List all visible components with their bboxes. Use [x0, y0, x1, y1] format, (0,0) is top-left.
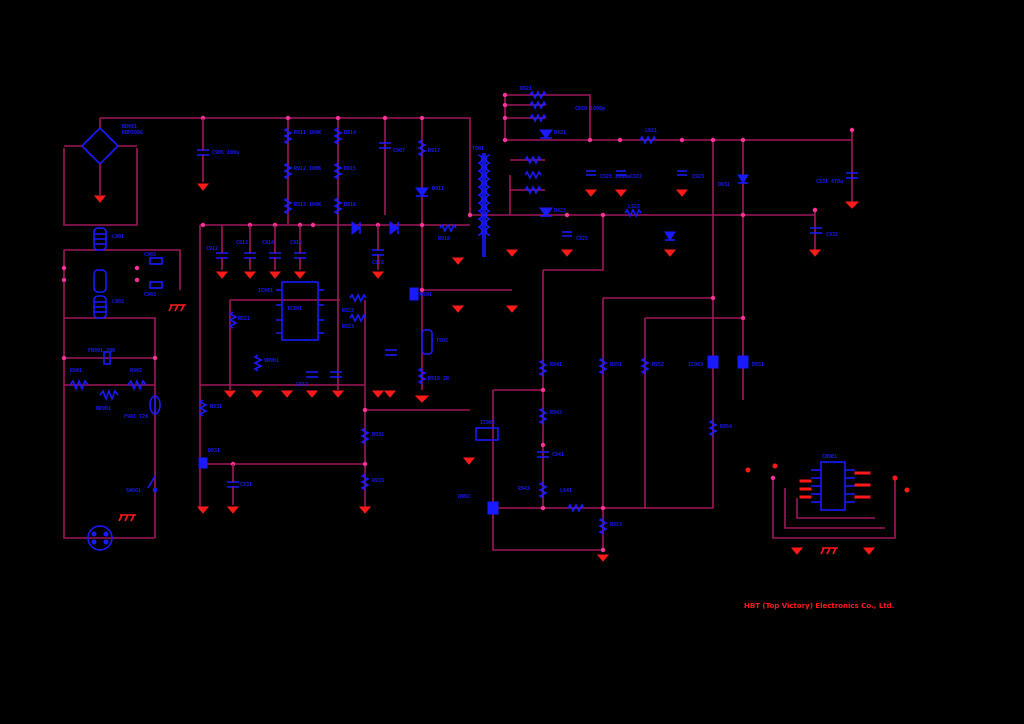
ic-chip-icon: IC901 IC901: [258, 281, 324, 341]
junctions: [61, 92, 898, 553]
svg-text:R941: R941: [550, 362, 562, 368]
svg-text:R922: R922: [342, 308, 354, 314]
svg-text:R921: R921: [520, 86, 532, 92]
svg-text:VR901: VR901: [264, 358, 279, 364]
input-resistors-icon: FB901 ZNR R901 R902 NR901: [69, 348, 147, 412]
capacitors-top: C905 100u C907 C921 1000u C922 C923 C931…: [197, 118, 858, 242]
svg-text:C921 1000u: C921 1000u: [600, 174, 630, 180]
svg-text:C932: C932: [826, 232, 838, 238]
svg-text:IC903: IC903: [688, 362, 703, 368]
fuse-icon: F901 T2A: [124, 395, 161, 420]
svg-text:C913: C913: [236, 240, 248, 246]
svg-text:T901: T901: [472, 146, 484, 152]
svg-text:T902: T902: [436, 338, 448, 344]
svg-text:R921: R921: [238, 316, 250, 322]
switch-icon: SW901: [126, 475, 158, 494]
svg-text:R916: R916: [344, 202, 356, 208]
svg-text:C905 100u: C905 100u: [212, 150, 239, 156]
svg-text:R942: R942: [550, 410, 562, 416]
svg-text:R931: R931: [210, 404, 222, 410]
svg-text:C903: C903: [144, 292, 156, 298]
svg-text:C920 1000p: C920 1000p: [575, 106, 605, 112]
right-middle-parts: IC902 R941 R942 C941 R943 R951 R952 R953…: [458, 355, 764, 535]
svg-text:BD901: BD901: [122, 124, 137, 130]
svg-text:R917: R917: [428, 148, 440, 154]
svg-text:C923: C923: [692, 174, 704, 180]
connector-icon: [87, 525, 113, 551]
svg-text:R952: R952: [652, 362, 664, 368]
svg-text:C902: C902: [144, 252, 156, 258]
svg-text:IC902: IC902: [480, 420, 495, 426]
svg-text:L902: L902: [112, 299, 124, 305]
svg-text:IC901: IC901: [258, 288, 273, 294]
svg-text:Q902: Q902: [458, 494, 470, 500]
svg-text:D922: D922: [554, 208, 566, 214]
svg-text:R914: R914: [344, 130, 356, 136]
svg-text:KBP208G: KBP208G: [122, 130, 143, 136]
svg-text:R912 100K: R912 100K: [294, 166, 321, 172]
svg-text:C915: C915: [290, 240, 302, 246]
svg-text:IC901: IC901: [287, 306, 302, 312]
svg-text:D931: D931: [208, 448, 220, 454]
svg-text:F901 T2A: F901 T2A: [124, 414, 148, 420]
svg-text:CN901: CN901: [822, 454, 837, 460]
svg-text:SW901: SW901: [126, 488, 141, 494]
svg-text:Q901: Q901: [420, 292, 432, 298]
svg-text:L921: L921: [645, 128, 657, 134]
svg-text:D911: D911: [432, 186, 444, 192]
lower-left-parts: R931 D931 C931 R932 R933: [198, 399, 384, 505]
svg-text:C922: C922: [630, 174, 642, 180]
svg-text:NR901: NR901: [96, 406, 111, 412]
svg-text:R913 100K: R913 100K: [294, 202, 321, 208]
svg-text:R953: R953: [610, 522, 622, 528]
svg-text:R918: R918: [438, 236, 450, 242]
svg-text:R915: R915: [344, 166, 356, 172]
svg-text:R911 100K: R911 100K: [294, 130, 321, 136]
svg-text:L922: L922: [628, 204, 640, 210]
svg-text:R954: R954: [720, 424, 732, 430]
svg-text:R933: R933: [372, 478, 384, 484]
svg-text:D931: D931: [718, 182, 730, 188]
svg-text:C925: C925: [576, 236, 588, 242]
diodes: D911 D921 D922 D931: [351, 129, 749, 241]
svg-text:R951: R951: [610, 362, 622, 368]
svg-text:C917: C917: [296, 382, 308, 388]
svg-text:C931 470u: C931 470u: [816, 179, 843, 185]
ground-icon: [93, 183, 876, 562]
svg-text:C931: C931: [240, 482, 252, 488]
ic-chip-icon: CN901: [745, 454, 910, 511]
bridge-rectifier-icon: BD901 KBP208G: [64, 118, 143, 195]
resistors-output: R921 C920 1000p L921 L922 R918: [438, 86, 657, 242]
ic-peripheral-parts: C912 C913 C914 C915 C916 R921 VR901 C917…: [206, 225, 450, 388]
svg-text:C914: C914: [262, 240, 274, 246]
svg-text:R901: R901: [70, 368, 82, 374]
svg-text:R919 2R: R919 2R: [428, 376, 450, 382]
manufacturer-credit: HBT (Top Victory) Electronics Co., Ltd.: [744, 602, 894, 610]
resistors-middle: R911 100K R912 100K R913 100K R914 R915 …: [283, 127, 440, 215]
svg-text:D921: D921: [554, 130, 566, 136]
transformer-icon: T901: [472, 146, 491, 257]
svg-text:C916: C916: [372, 260, 384, 266]
svg-text:L941: L941: [560, 488, 572, 494]
svg-text:L901: L901: [112, 234, 124, 240]
svg-text:C907: C907: [393, 148, 405, 154]
svg-text:R932: R932: [372, 432, 384, 438]
svg-text:C912: C912: [206, 246, 218, 252]
line-filter-icon: L901 L902 C902 C903: [93, 227, 163, 319]
svg-text:C941: C941: [552, 452, 564, 458]
svg-text:FB901 ZNR: FB901 ZNR: [88, 348, 116, 354]
svg-text:D951: D951: [752, 362, 764, 368]
svg-text:R943: R943: [518, 486, 530, 492]
svg-text:R923: R923: [342, 324, 354, 330]
svg-text:R902: R902: [130, 368, 142, 374]
